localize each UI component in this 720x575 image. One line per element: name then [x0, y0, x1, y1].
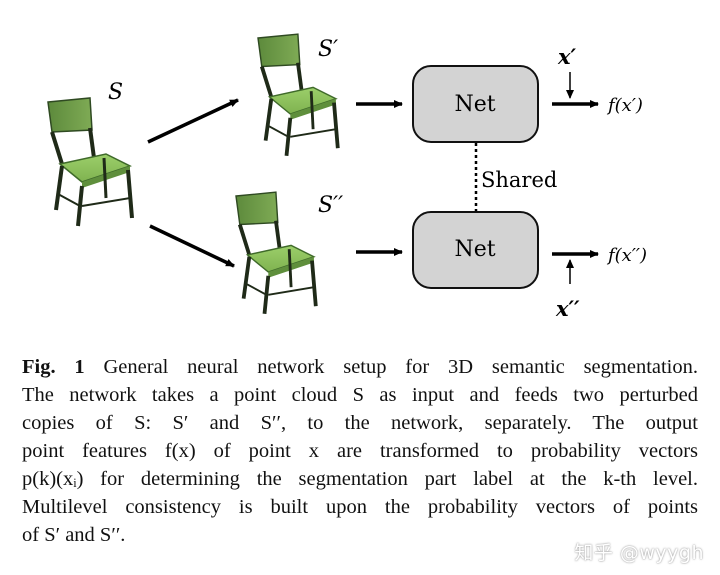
net-label-bottom: Net: [454, 237, 495, 262]
caption-line-7: of S′ and S′′.: [22, 524, 126, 546]
watermark: 知乎 @wyygh: [574, 542, 704, 564]
label-s-double-prime: S′′: [318, 193, 343, 218]
label-x-prime: x′: [557, 44, 577, 69]
figure-caption: Fig. 1 General neural network setup for …: [22, 353, 698, 549]
arrow-s-to-s-double-prime: [149, 224, 235, 268]
net-box-bottom: [412, 211, 539, 289]
label-x-double-prime: x′′: [555, 296, 580, 321]
chair-s-double-prime-image: [234, 190, 318, 316]
shared-label: Shared: [481, 168, 557, 192]
figure-diagram: S S′ S′′ Net Net Shared x′ x′′ f(x′) f(x…: [46, 32, 647, 321]
arrow-s-to-s-prime: [147, 98, 239, 144]
label-f-x-double-prime: f(x′′): [606, 245, 647, 266]
caption-line-1: Fig. 1 General neural network setup for …: [22, 356, 699, 378]
caption-line-2: The network takes a point cloud S as inp…: [22, 384, 698, 406]
chair-s-image: [46, 96, 134, 228]
net-label-top: Net: [454, 92, 495, 117]
caption-line-4: point features f(x) of point x are trans…: [22, 440, 698, 462]
caption-line-6: Multilevel consistency is built upon the…: [22, 496, 698, 518]
label-s: S: [108, 80, 123, 105]
label-s-prime: S′: [318, 37, 338, 62]
caption-line-3: copies of S: S′ and S′′, to the network,…: [22, 412, 698, 434]
caption-figure-number: Fig. 1: [22, 356, 85, 378]
label-f-x-prime: f(x′): [606, 95, 643, 116]
net-box-top: [412, 65, 539, 143]
caption-line-5: p(k)(xᵢ) for determining the segmentatio…: [22, 468, 698, 490]
